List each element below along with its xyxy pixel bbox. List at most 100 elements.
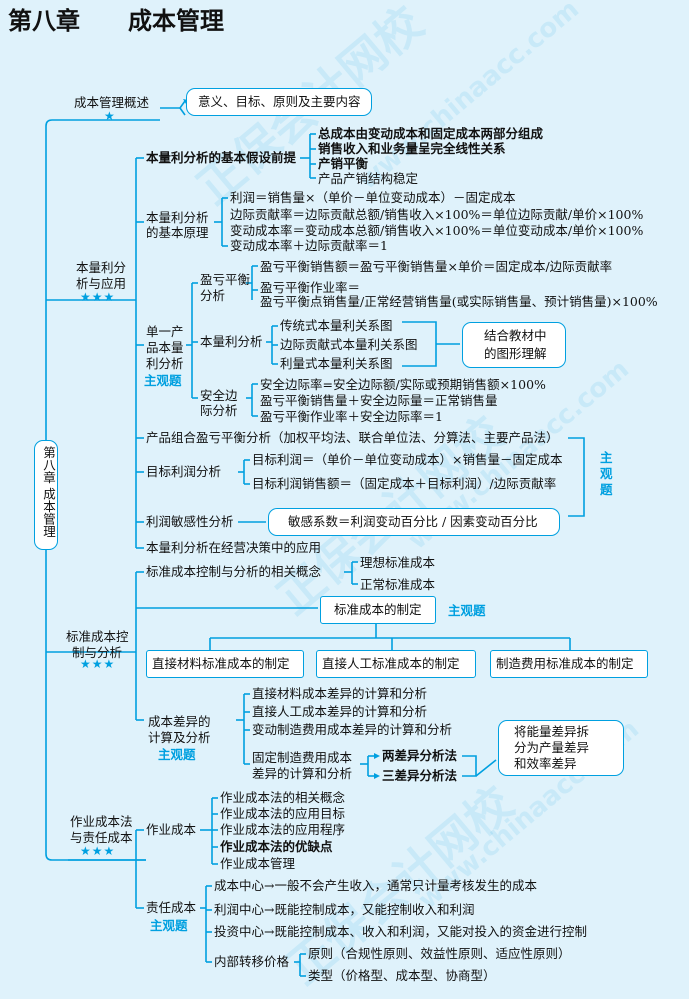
abc-item: 作业成本法的优缺点: [220, 839, 333, 854]
section2-label: 析与应用: [76, 276, 127, 291]
subjective-tag-vertical: 观: [600, 466, 613, 481]
variance-label: 成本差异的: [148, 714, 211, 729]
sensitivity-box: [268, 508, 560, 536]
section3-label: 标准成本控: [66, 629, 129, 644]
cvp-note: 的图形理解: [484, 346, 547, 361]
safety-label: 际分析: [200, 403, 238, 418]
safety-item: 盈亏平衡销售量＋安全边际量＝正常销售量: [260, 393, 498, 408]
breakeven-label: 盈亏平衡: [200, 272, 251, 287]
chapter-title-name: 成本管理: [128, 6, 224, 35]
safety-item: 安全边际率=安全边际额/实际或预期销售额×100%: [260, 377, 546, 392]
setting-item-box: [490, 650, 648, 678]
single-tag: 主观题: [144, 373, 182, 388]
resp-label: 责任成本: [146, 900, 197, 915]
assumption-item: 销售收入和业务量呈完全线性关系: [318, 141, 506, 156]
assumptions-label: 本量利分析的基本假设前提: [146, 150, 297, 165]
setting-item: 制造费用标准成本的制定: [496, 656, 634, 671]
cvp-chart-item: 利量式本量利关系图: [280, 356, 393, 371]
section3-stars: ★★★: [80, 657, 116, 671]
cvp-chart-item: 边际贡献式本量利关系图: [280, 337, 418, 352]
concepts-item: 正常标准成本: [360, 577, 436, 592]
root-label: 第八章 成本管理: [41, 446, 56, 538]
subjective-tag-vertical: 主: [600, 450, 613, 465]
variance-fixed-label: 差异的计算和分析: [252, 766, 353, 781]
section3-label: 制与分析: [72, 645, 123, 660]
section1-content: 意义、目标、原则及主要内容: [198, 94, 361, 109]
abc-item: 作业成本法的应用程序: [220, 822, 346, 837]
setting-item-box: [316, 650, 476, 678]
variance-item: 变动制造费用成本差异的计算和分析: [252, 722, 453, 737]
variance-method: 三差异分析法: [382, 768, 458, 783]
section1-stars: ★: [104, 109, 116, 123]
principle-label: 的基本原理: [146, 225, 209, 240]
breakeven-item: 盈亏平衡作业率＝: [260, 280, 361, 295]
variance-fixed-label: 固定制造费用成本: [252, 750, 353, 765]
variance-method: 两差异分析法: [382, 748, 458, 763]
variance-note: 将能量差异拆: [514, 724, 590, 739]
cvp-chart-item: 传统式本量利关系图: [280, 318, 393, 333]
section2-label: 本量利分: [76, 260, 127, 275]
section2-stars: ★★★: [80, 290, 116, 304]
safety-label: 安全边: [200, 388, 238, 403]
setting-item-box: [146, 650, 304, 678]
transfer-label: 内部转移价格: [214, 954, 290, 969]
variance-note-box: [498, 720, 624, 776]
resp-item: 成本中心→一般不会产生收入，通常只计量考核发生的成本: [214, 878, 537, 893]
variance-item: 直接材料成本差异的计算和分析: [252, 686, 428, 701]
variance-note: 和效率差异: [514, 756, 577, 771]
variance-label: 计算及分析: [148, 730, 211, 745]
cvp-chart-label: 本量利分析: [200, 334, 263, 349]
abc-item: 作业成本法的相关概念: [220, 790, 346, 805]
variance-note: 分为产量差异: [514, 740, 590, 755]
breakeven-item: 盈亏平衡点销售量/正常经营销售量(或实际销售量、预计销售量)×100%: [260, 294, 658, 309]
variance-tag: 主观题: [158, 747, 196, 762]
transfer-item: 类型（价格型、成本型、协商型）: [308, 968, 496, 983]
variance-item: 直接人工成本差异的计算和分析: [252, 704, 428, 719]
target-label: 目标利润分析: [146, 464, 222, 479]
setting-item: 直接材料标准成本的制定: [152, 656, 290, 671]
principle-item: 变动成本率＝变动成本总额/销售收入×100%＝单位变动成本/单价×100%: [230, 223, 644, 238]
setting-label: 标准成本的制定: [334, 602, 422, 617]
decision-label: 本量利分析在经营决策中的应用: [146, 540, 322, 555]
assumption-item: 总成本由变动成本和固定成本两部分组成: [318, 126, 544, 141]
single-label: 利分析: [146, 356, 184, 371]
principle-item: 变动成本率＋边际贡献率＝1: [230, 238, 388, 253]
abc-item: 作业成本管理: [220, 856, 296, 871]
breakeven-label: 分析: [200, 288, 226, 303]
principle-item: 边际贡献率＝边际贡献总额/销售收入×100%＝单位边际贡献/单价×100%: [230, 207, 644, 222]
concepts-item: 理想标准成本: [360, 555, 436, 570]
resp-tag: 主观题: [150, 918, 188, 933]
chapter-title-number: 第八章: [8, 6, 80, 35]
resp-item: 利润中心→既能控制成本，又能控制收入和利润: [214, 902, 475, 917]
assumption-item: 产品产销结构稳定: [318, 171, 419, 186]
setting-item: 直接人工标准成本的制定: [322, 656, 460, 671]
abc-label: 作业成本: [146, 822, 197, 837]
sensitivity-label: 利润敏感性分析: [146, 514, 234, 529]
assumption-item: 产销平衡: [318, 156, 369, 171]
single-label: 品本量: [146, 340, 184, 355]
section4-label: 与责任成本: [70, 830, 133, 845]
section4-stars: ★★★: [80, 844, 116, 858]
resp-item: 投资中心→既能控制成本、收入和利润，又能对投入的资金进行控制: [214, 924, 587, 939]
multi-product-label: 产品组合盈亏平衡分析（加权平均法、联合单位法、分算法、主要产品法）: [146, 430, 559, 445]
target-item: 目标利润销售额＝（固定成本＋目标利润）/边际贡献率: [252, 476, 557, 491]
subjective-tag-vertical: 题: [600, 482, 613, 497]
safety-item: 盈亏平衡作业率＋安全边际率＝1: [260, 409, 443, 424]
cvp-note: 结合教材中: [484, 328, 547, 343]
principle-item: 利润＝销售量×（单价－单位变动成本）－固定成本: [230, 190, 516, 205]
sensitivity-content: 敏感系数＝利润变动百分比 / 因素变动百分比: [288, 514, 538, 529]
target-item: 目标利润＝（单价－单位变动成本）×销售量－固定成本: [252, 452, 563, 467]
single-label: 单一产: [146, 324, 184, 339]
principle-label: 本量利分析: [146, 210, 209, 225]
setting-tag: 主观题: [448, 603, 486, 618]
breakeven-item: 盈亏平衡销售额＝盈亏平衡销售量×单价＝固定成本/边际贡献率: [260, 259, 613, 274]
section1-label: 成本管理概述: [74, 95, 150, 110]
section1-content-box: [186, 88, 372, 116]
root-node: [34, 440, 58, 550]
concepts-label: 标准成本控制与分析的相关概念: [146, 564, 322, 579]
transfer-item: 原则（合规性原则、效益性原则、适应性原则）: [308, 946, 571, 961]
setting-box: [320, 596, 436, 624]
cvp-note-box: [462, 322, 566, 368]
section4-label: 作业成本法: [70, 814, 133, 829]
